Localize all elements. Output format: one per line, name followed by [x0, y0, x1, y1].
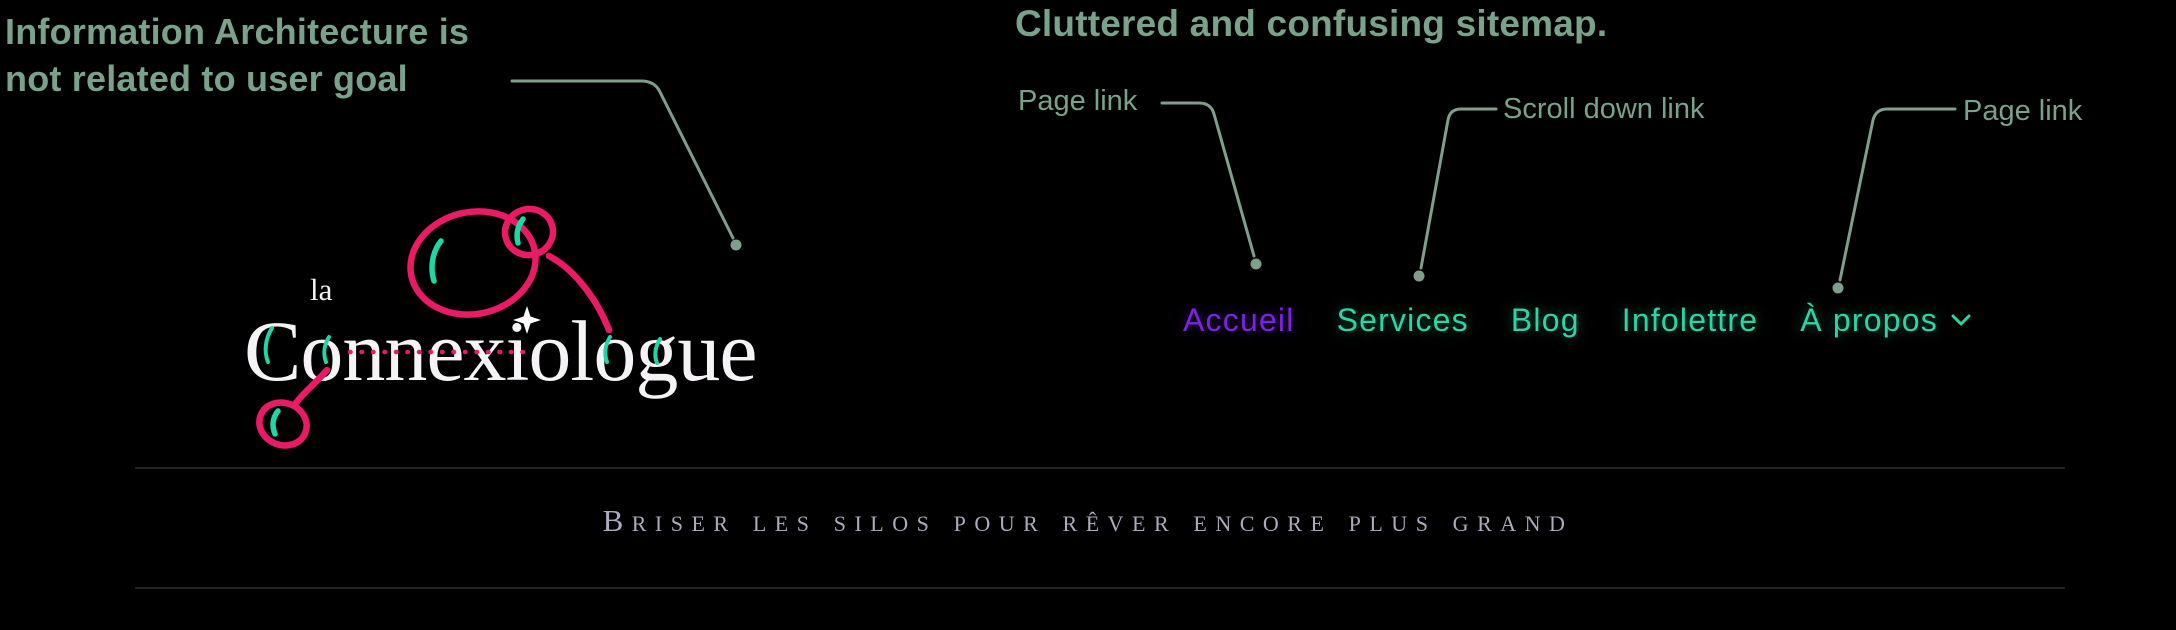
leader-line-page-left	[1160, 101, 1256, 258]
annotation-ia-line2: not related to user goal	[5, 58, 408, 99]
annotation-ia-note: Information Architecture is not related …	[5, 8, 469, 102]
logo-wordmark: Connexiologue	[244, 303, 757, 399]
annotation-label-scroll-down-link: Scroll down link	[1503, 93, 1705, 125]
leader-line-scroll	[1419, 107, 1498, 270]
nav-link-a-propos-label: À propos	[1800, 302, 1938, 338]
chevron-down-icon	[1951, 314, 1971, 326]
annotation-heading: Cluttered and confusing sitemap.	[1015, 3, 1608, 44]
annotation-dot-services	[1413, 270, 1425, 282]
nav-link-infolettre[interactable]: Infolettre	[1621, 302, 1759, 338]
annotation-label-page-link-left: Page link	[1018, 85, 1138, 117]
annotation-dot-a-propos	[1832, 282, 1844, 294]
annotation-dots	[730, 239, 1844, 294]
logo-prefix: la	[310, 272, 333, 307]
divider-top	[135, 467, 2065, 469]
site-logo[interactable]: la Connexiologue	[240, 180, 800, 460]
leader-line-page-right	[1838, 107, 1957, 282]
site-tagline: Briser les silos pour rêver encore plus …	[602, 503, 1574, 538]
nav-link-accueil[interactable]: Accueil	[1183, 302, 1295, 338]
main-navigation: Accueil Services Blog Infolettre À propo…	[1183, 300, 1972, 340]
divider-bottom	[135, 587, 2065, 589]
nav-link-a-propos[interactable]: À propos	[1800, 300, 1972, 340]
nav-link-services[interactable]: Services	[1336, 302, 1469, 338]
nav-link-blog[interactable]: Blog	[1510, 302, 1580, 338]
annotation-label-page-link-right: Page link	[1963, 95, 2083, 127]
annotation-dot-accueil	[1250, 258, 1262, 270]
annotation-ia-line1: Information Architecture is	[5, 11, 470, 52]
